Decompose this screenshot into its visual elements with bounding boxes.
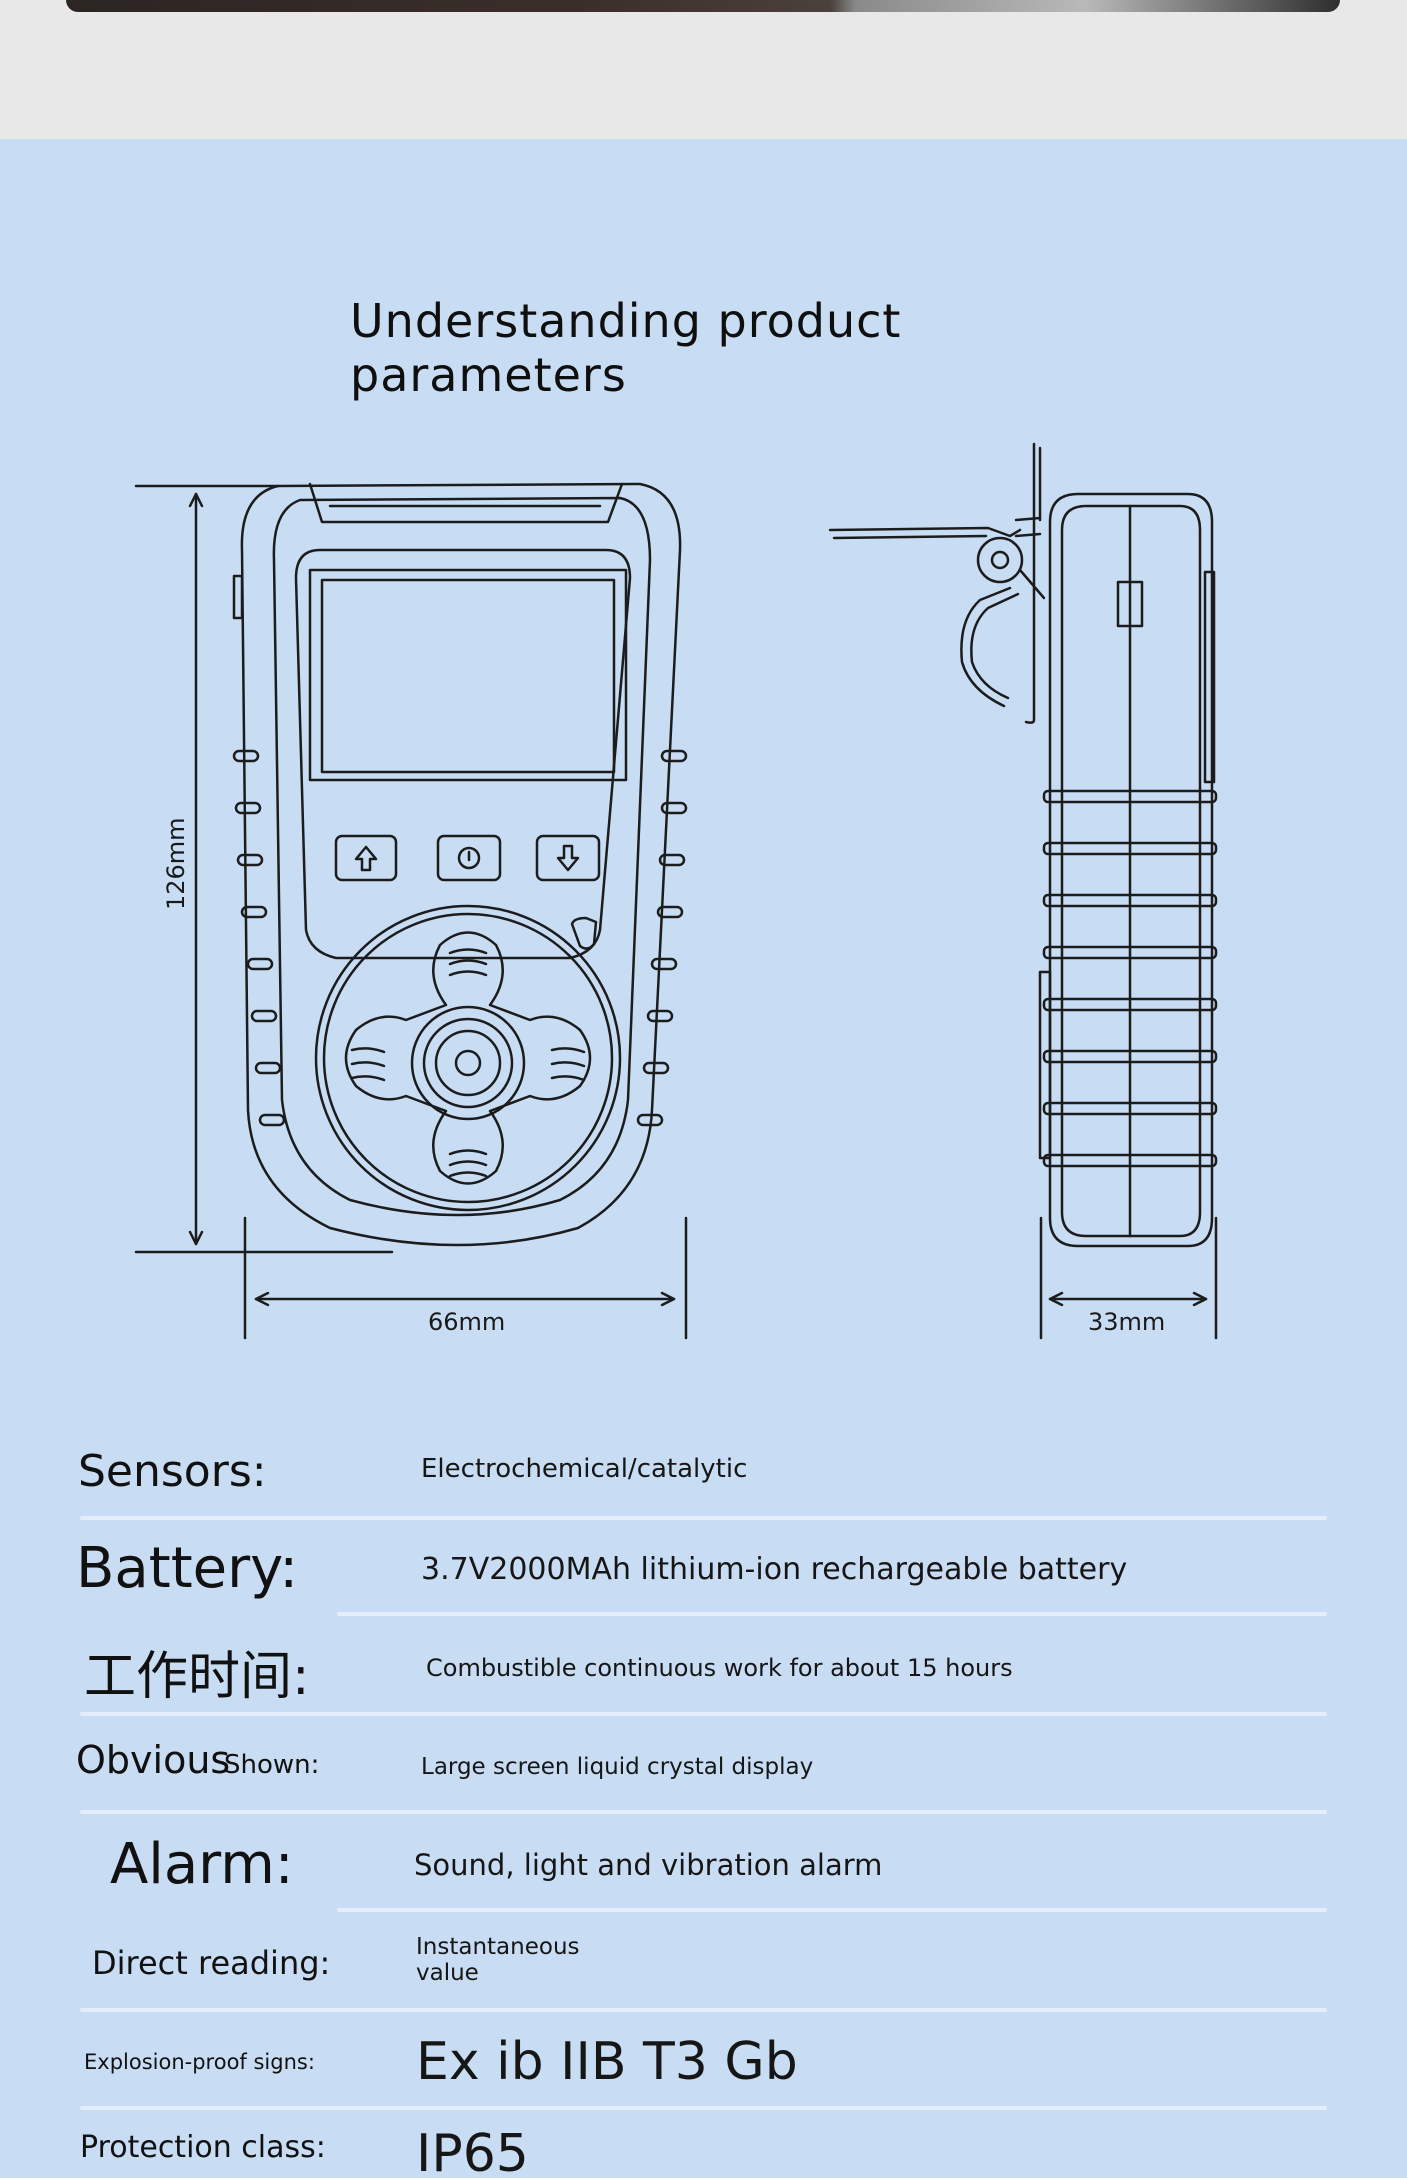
spec-row-direct-reading: Direct reading: Instantaneous value: [0, 1930, 1407, 2010]
spec-row-battery: Battery: 3.7V2000MAh lithium-ion recharg…: [0, 1536, 1407, 1616]
spec-divider: [337, 1908, 1327, 1912]
page-title: Understanding product parameters: [350, 294, 950, 402]
spec-label-battery: Battery:: [76, 1536, 299, 1601]
spec-value-direct-reading-2: value: [416, 1960, 479, 1986]
spec-label-display-a: Obvious: [76, 1738, 231, 1782]
height-dimension-lines: [134, 484, 394, 1254]
spec-divider: [80, 2106, 1327, 2110]
spec-label-direct-reading: Direct reading:: [92, 1944, 331, 1982]
spec-row-sensors: Sensors: Electrochemical/catalytic: [0, 1440, 1407, 1520]
spec-value-working-time: Combustible continuous work for about 15…: [426, 1654, 1013, 1682]
spec-row-protection-class: Protection class: IP65: [0, 2120, 1407, 2178]
spec-divider: [337, 1612, 1327, 1616]
depth-label: 33mm: [1088, 1308, 1165, 1336]
side-view-device: [828, 442, 1218, 1248]
product-photo-strip: [66, 0, 1340, 12]
width-label: 66mm: [428, 1308, 505, 1336]
width-dimension-lines: [243, 1216, 688, 1340]
spec-value-battery: 3.7V2000MAh lithium-ion rechargeable bat…: [421, 1552, 1128, 1587]
spec-row-explosion-proof: Explosion-proof signs: Ex ib IIB T3 Gb: [0, 2024, 1407, 2104]
device-technical-drawing: 126mm 66mm 33mm: [134, 442, 1218, 1340]
depth-dimension-lines: [1039, 1216, 1218, 1340]
spec-divider: [80, 2008, 1327, 2012]
spec-label-sensors: Sensors:: [78, 1446, 267, 1497]
spec-row-working-time: 工作时间: Combustible continuous work for ab…: [0, 1634, 1407, 1714]
title-line-2: parameters: [350, 348, 627, 402]
spec-value-explosion-proof: Ex ib IIB T3 Gb: [416, 2032, 798, 2092]
spec-divider: [80, 1516, 1327, 1520]
spec-label-alarm: Alarm:: [110, 1832, 294, 1897]
spec-divider: [80, 1712, 1327, 1716]
spec-row-alarm: Alarm: Sound, light and vibration alarm: [0, 1828, 1407, 1908]
spec-value-protection-class: IP65: [416, 2124, 529, 2178]
title-line-1: Understanding product: [350, 294, 902, 348]
spec-label-working-time: 工作时间:: [84, 1647, 310, 1707]
spec-row-display: Obvious Shown: Large screen liquid cryst…: [0, 1736, 1407, 1816]
spec-value-display: Large screen liquid crystal display: [421, 1754, 814, 1780]
height-label: 126mm: [162, 817, 190, 910]
spec-divider: [80, 1810, 1327, 1814]
spec-label-protection-class: Protection class:: [80, 2130, 326, 2165]
spec-value-direct-reading-1: Instantaneous: [416, 1934, 580, 1960]
spec-label-explosion-proof: Explosion-proof signs:: [84, 2050, 315, 2074]
main-panel: [0, 139, 1407, 2178]
front-view-device: [232, 482, 688, 1247]
spec-label-display-b: Shown:: [224, 1750, 320, 1780]
spec-value-alarm: Sound, light and vibration alarm: [414, 1848, 883, 1882]
spec-value-sensors: Electrochemical/catalytic: [421, 1454, 748, 1484]
top-band: [0, 0, 1407, 139]
